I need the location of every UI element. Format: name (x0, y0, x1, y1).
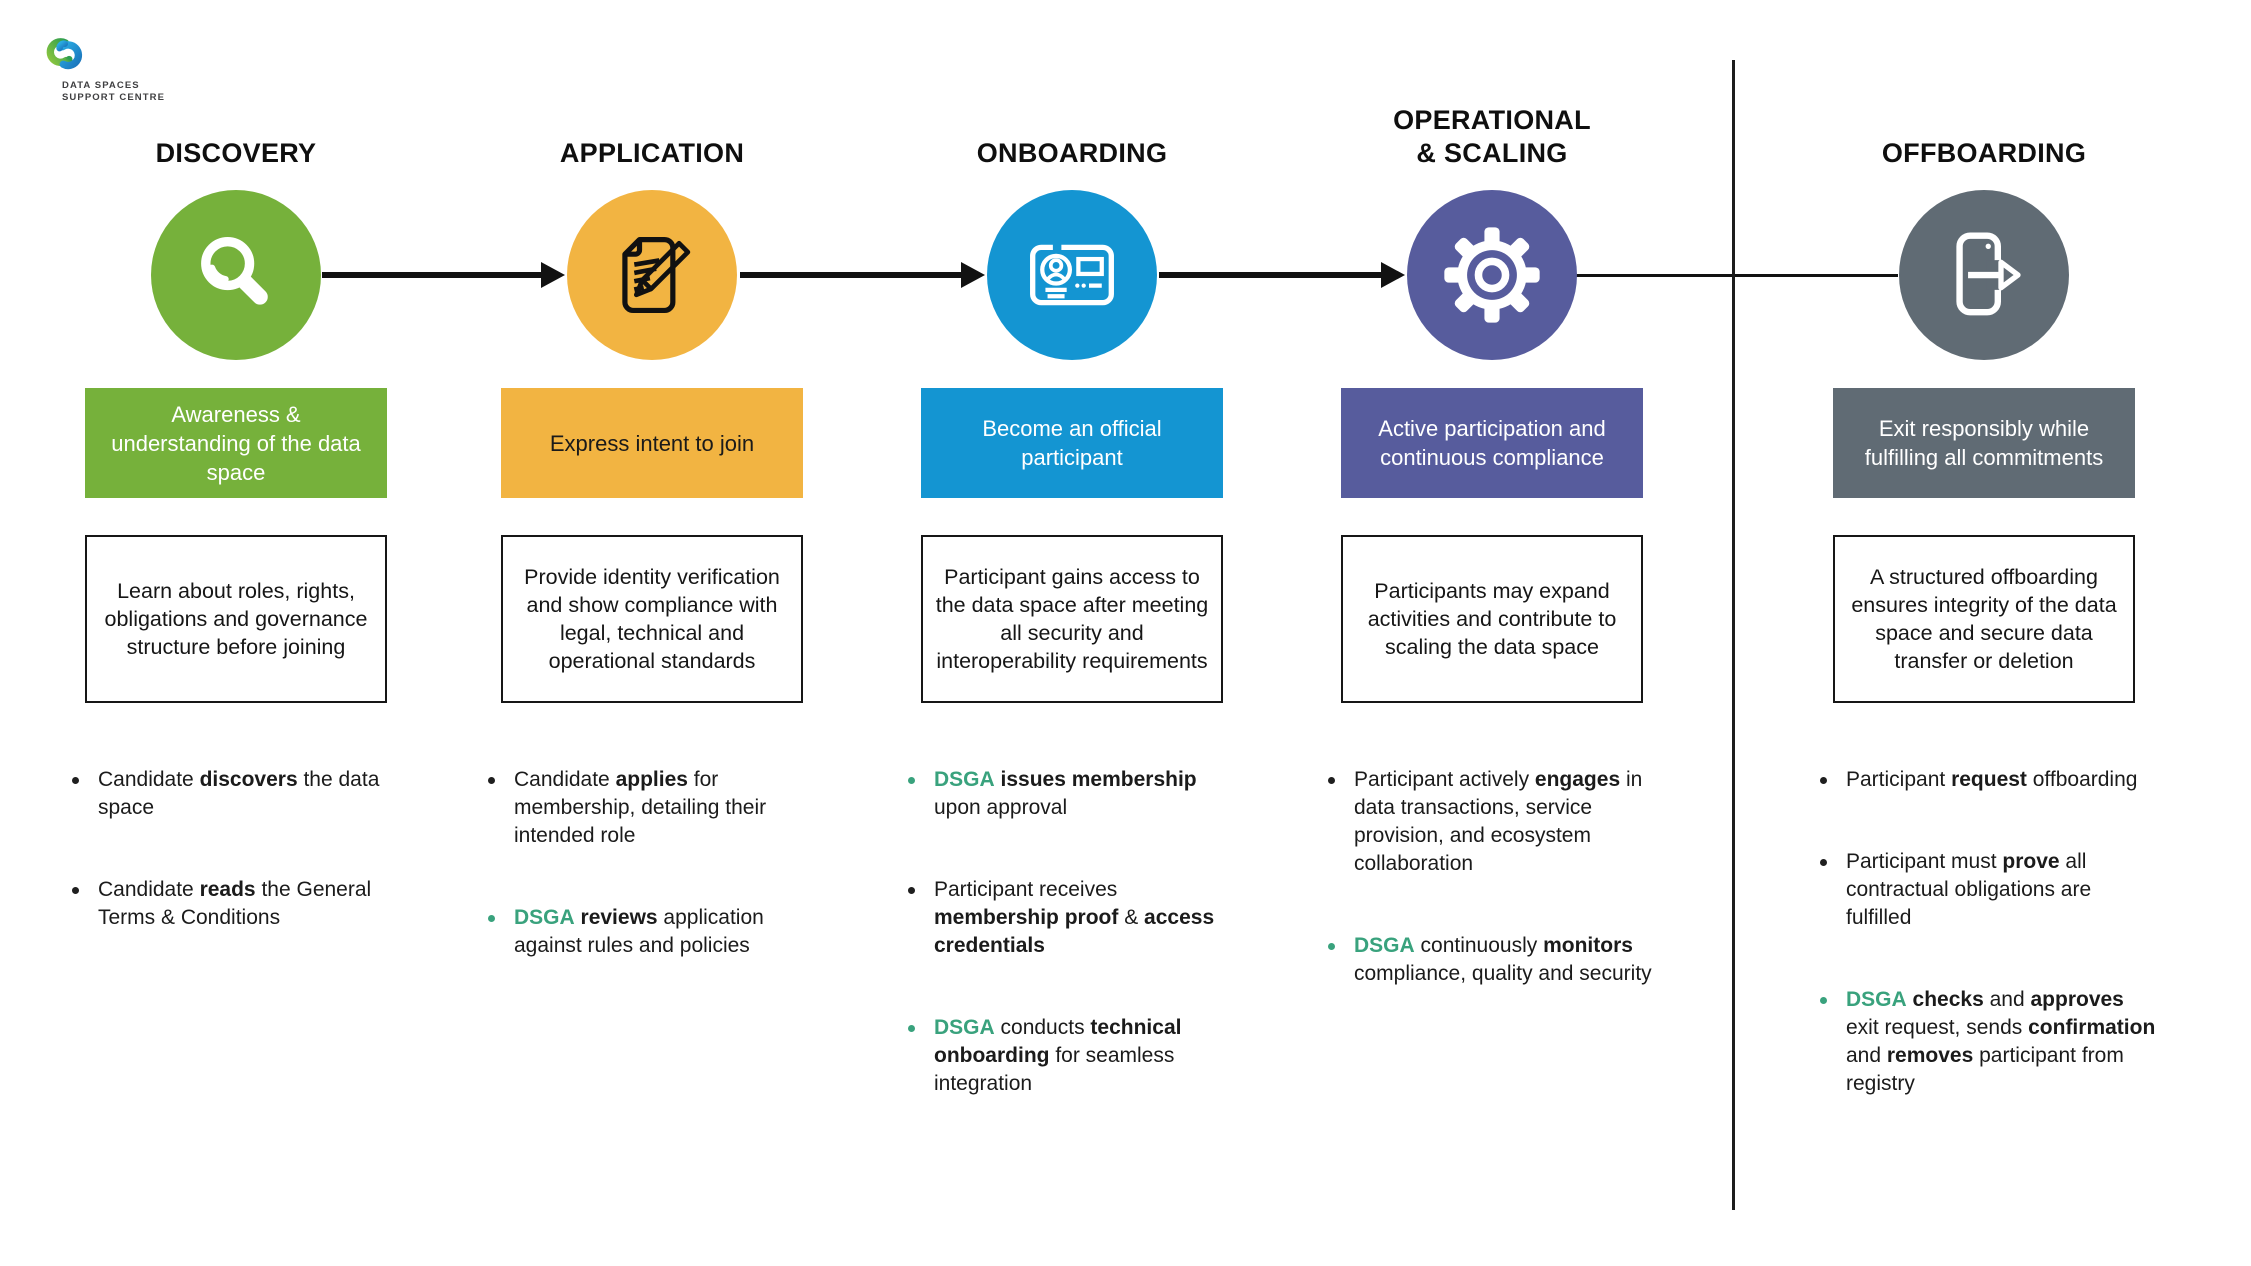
stage-label-onboarding: Become an official participant (921, 388, 1223, 498)
id-card-icon (1030, 244, 1114, 306)
bullet-dot (908, 777, 915, 784)
bullet-dot (908, 887, 915, 894)
bullet-dot (908, 1025, 915, 1032)
bullet-text: Participant must prove all contractual o… (1846, 850, 2092, 929)
document-pencil-icon (622, 236, 691, 314)
stage-column-offboarding: OFFBOARDING Exit responsibly while fulfi… (1800, 0, 2168, 1266)
bullet-dot (1328, 943, 1335, 950)
stage-title-onboarding: ONBOARDING (976, 138, 1168, 168)
offboarding-divider-line (1732, 60, 1735, 1210)
bullet-text: DSGA checks and approves exit request, s… (1846, 988, 2156, 1095)
magnifier-icon (201, 236, 268, 305)
bullet-dot (1820, 997, 1827, 1004)
bullet-item: Participant receives membership proof & … (908, 876, 1256, 960)
bullet-item: Candidate reads the General Terms & Cond… (72, 876, 420, 932)
arrow-discovery-application (322, 272, 543, 278)
arrowhead-operational (1381, 262, 1405, 288)
stage-bullets-operational-scaling: Participant actively engages in data tra… (1328, 766, 1676, 1042)
stage-title-application: APPLICATION (559, 138, 745, 168)
stage-description-offboarding: A structured offboarding ensures integri… (1833, 535, 2135, 703)
stage-description-discovery: Learn about roles, rights, obligations a… (85, 535, 387, 703)
stage-label-application: Express intent to join (501, 388, 803, 498)
dssc-logo-text: DATA SPACES SUPPORT CENTRE (62, 80, 166, 103)
stage-column-discovery: DISCOVERY Awareness & understanding of t… (52, 0, 420, 1266)
stage-title-offboarding: OFFBOARDING (1881, 138, 2087, 168)
stage-circle-application (567, 190, 737, 360)
stage-bullets-application: Candidate applies for membership, detail… (488, 766, 836, 1014)
bullet-text: DSGA continuously monitors compliance, q… (1354, 934, 1652, 985)
arrowhead-application (541, 262, 565, 288)
line-operational-offboarding (1576, 274, 1898, 277)
arrow-application-onboarding (740, 272, 963, 278)
bullet-text: DSGA conducts technical onboarding for s… (934, 1016, 1182, 1095)
dssc-logo-mark (46, 38, 83, 70)
stage-description-onboarding: Participant gains access to the data spa… (921, 535, 1223, 703)
bullet-dot (1820, 777, 1827, 784)
stage-circle-offboarding (1899, 190, 2069, 360)
stage-description-application: Provide identity verification and show c… (501, 535, 803, 703)
bullet-text: Candidate applies for membership, detail… (514, 768, 767, 847)
bullet-text: DSGA issues membership upon approval (934, 768, 1197, 819)
stage-column-operational-scaling: OPERATIONAL & SCALING Active p (1308, 0, 1676, 1266)
stage-circle-onboarding (987, 190, 1157, 360)
bullet-item: DSGA continuously monitors compliance, q… (1328, 932, 1676, 988)
bullet-dot (488, 915, 495, 922)
bullet-item: DSGA issues membership upon approval (908, 766, 1256, 822)
stage-title-discovery: DISCOVERY (155, 138, 317, 168)
stage-label-discovery: Awareness & understanding of the data sp… (85, 388, 387, 498)
stage-column-application: APPLICATION Express intent to join Provi… (468, 0, 836, 1266)
gear-icon (1444, 227, 1540, 323)
bullet-item: DSGA checks and approves exit request, s… (1820, 986, 2168, 1098)
exit-icon (1956, 232, 2021, 316)
bullet-item: Candidate applies for membership, detail… (488, 766, 836, 850)
dssc-logo: DATA SPACES SUPPORT CENTRE (40, 24, 240, 114)
stage-label-offboarding: Exit responsibly while fulfilling all co… (1833, 388, 2135, 498)
bullet-text: DSGA reviews application against rules a… (514, 906, 764, 957)
bullet-item: Participant must prove all contractual o… (1820, 848, 2168, 932)
bullet-item: DSGA conducts technical onboarding for s… (908, 1014, 1256, 1098)
stage-circle-discovery (151, 190, 321, 360)
bullet-dot (1328, 777, 1335, 784)
bullet-item: Participant request offboarding (1820, 766, 2168, 794)
arrow-onboarding-operational (1159, 272, 1383, 278)
bullet-text: Participant request offboarding (1846, 768, 2138, 791)
bullet-dot (488, 777, 495, 784)
stage-label-operational-scaling: Active participation and continuous comp… (1341, 388, 1643, 498)
stage-description-operational-scaling: Participants may expand activities and c… (1341, 535, 1643, 703)
stage-title-operational-scaling: OPERATIONAL & SCALING (1393, 105, 1591, 168)
bullet-dot (1820, 859, 1827, 866)
bullet-dot (72, 887, 79, 894)
bullet-text: Participant actively engages in data tra… (1354, 768, 1643, 875)
bullet-dot (72, 777, 79, 784)
stage-column-onboarding: ONBOARDING Become an official participan… (888, 0, 1256, 1266)
bullet-item: Candidate discovers the data space (72, 766, 420, 822)
bullet-item: DSGA reviews application against rules a… (488, 904, 836, 960)
bullet-text: Candidate discovers the data space (98, 768, 380, 819)
bullet-text: Participant receives membership proof & … (934, 878, 1215, 957)
bullet-text: Candidate reads the General Terms & Cond… (98, 878, 372, 929)
bullet-item: Participant actively engages in data tra… (1328, 766, 1676, 878)
arrowhead-onboarding (961, 262, 985, 288)
stage-circle-operational-scaling (1407, 190, 1577, 360)
